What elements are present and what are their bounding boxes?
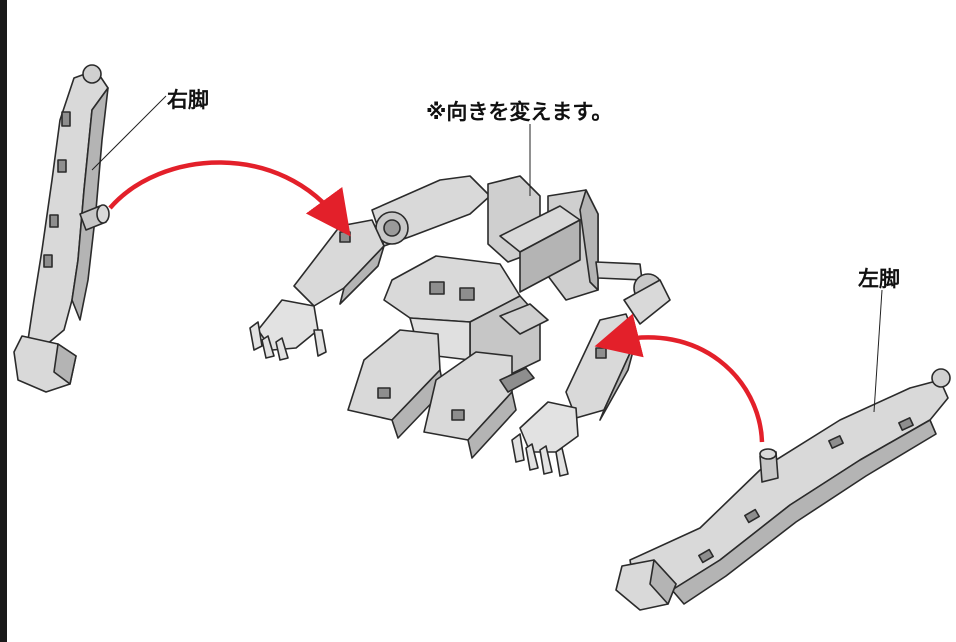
right-leg-part <box>13 64 110 393</box>
left-edge-bar <box>0 0 7 642</box>
right-leg-label: 右脚 <box>167 88 209 112</box>
robot-body-assembly <box>249 175 671 477</box>
left-leg-leader-line <box>873 289 883 413</box>
leader-lines <box>91 95 883 413</box>
left-leg-label: 左脚 <box>858 267 900 291</box>
right-leg-leader-line <box>91 95 167 171</box>
orientation-note-label: ※向きを変えます。 <box>426 100 613 124</box>
arrow-left-leg-to-body <box>594 313 765 443</box>
arrow-right-leg-to-body <box>108 160 351 237</box>
left-leg-part <box>615 368 951 611</box>
